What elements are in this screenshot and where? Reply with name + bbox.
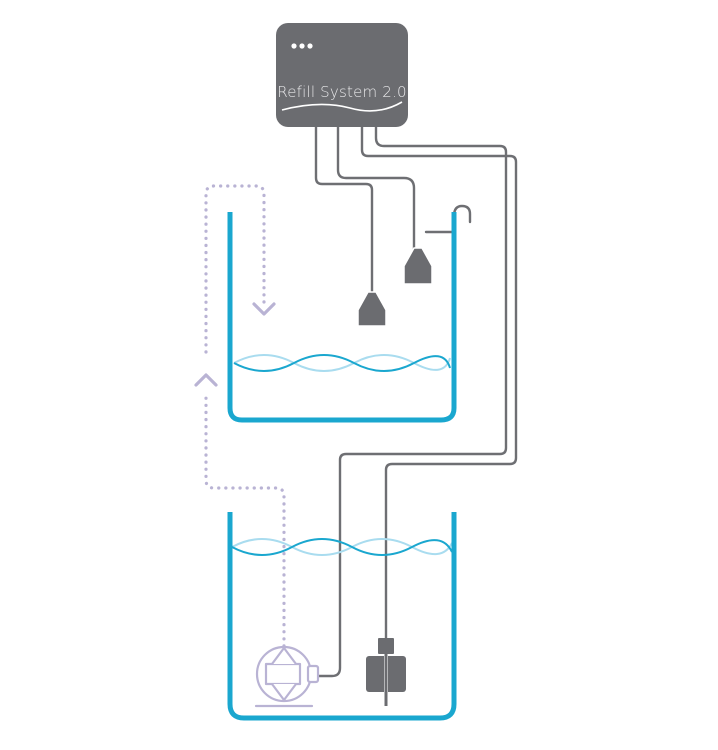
controller-swoosh	[281, 101, 403, 112]
lower-water-waves	[231, 538, 453, 556]
controller-title: Refill System 2.0	[277, 83, 407, 101]
upper-float-cable-1	[314, 123, 374, 294]
float-sensor-icon	[403, 247, 433, 285]
controller-box: Refill System 2.0	[276, 23, 408, 127]
pump-cable	[316, 123, 508, 678]
level-probe-icon	[366, 638, 406, 706]
upper-tank-wall	[227, 212, 457, 423]
upper-float-cable-2	[336, 123, 416, 252]
water-pump-icon	[254, 645, 320, 708]
flow-path	[204, 184, 286, 648]
lower-probe-cable	[360, 123, 518, 652]
upper-tank	[227, 212, 457, 423]
lower-tank	[227, 512, 457, 721]
cables	[312, 121, 520, 680]
indicator-dots	[291, 43, 313, 49]
flow-arrow-up-icon	[194, 373, 218, 387]
lower-tank-wall	[227, 512, 457, 721]
flow-arrow-down-icon	[252, 302, 276, 316]
upper-water-waves	[233, 354, 451, 372]
float-sensor-icon	[357, 291, 387, 327]
